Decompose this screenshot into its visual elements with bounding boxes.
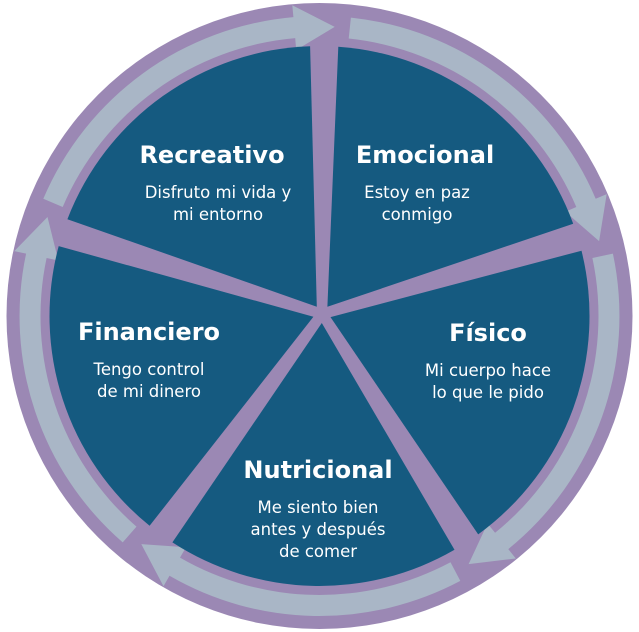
cycle-arrow [14, 217, 137, 543]
segment-financiero: Financiero Tengo control de mi dinero [78, 318, 220, 401]
segment-line: de mi dinero [97, 382, 201, 401]
segment-line: lo que le pido [432, 383, 544, 402]
segment-line: de comer [279, 542, 357, 561]
cycle-arrow [43, 5, 335, 208]
segment-line: antes y después [251, 520, 386, 539]
segment-line: Tengo control [93, 360, 205, 379]
segment-line: Me siento bien [258, 498, 379, 517]
arrow-band [14, 5, 620, 616]
segment-wedge [67, 46, 317, 307]
segment-title: Físico [449, 319, 527, 347]
segment-nutricional: Nutricional Me siento bien antes y despu… [243, 456, 392, 561]
segments [49, 46, 590, 586]
segment-title: Nutricional [243, 456, 392, 484]
segment-line: Estoy en paz [364, 183, 470, 202]
segment-title: Financiero [78, 318, 220, 346]
segment-line: Disfruto mi vida y [145, 183, 292, 202]
cycle-arrow [468, 253, 620, 565]
segment-wedge [327, 46, 574, 307]
segment-wedge [172, 323, 455, 586]
segment-labels: Emocional Estoy en paz conmigo Físico Mi… [78, 141, 551, 561]
cycle-arrow [348, 17, 607, 242]
segment-line: Mi cuerpo hace [425, 361, 551, 380]
segment-wedge [330, 250, 590, 535]
segment-fisico: Físico Mi cuerpo hace lo que le pido [425, 319, 551, 402]
cycle-arrow [141, 544, 461, 616]
segment-line: mi entorno [173, 205, 263, 224]
segment-title: Recreativo [139, 141, 284, 169]
segment-wedge [49, 246, 314, 526]
segment-title: Emocional [356, 141, 494, 169]
segment-emocional: Emocional Estoy en paz conmigo [356, 141, 494, 224]
segment-line: conmigo [382, 205, 453, 224]
segment-recreativo: Recreativo Disfruto mi vida y mi entorno [139, 141, 291, 224]
